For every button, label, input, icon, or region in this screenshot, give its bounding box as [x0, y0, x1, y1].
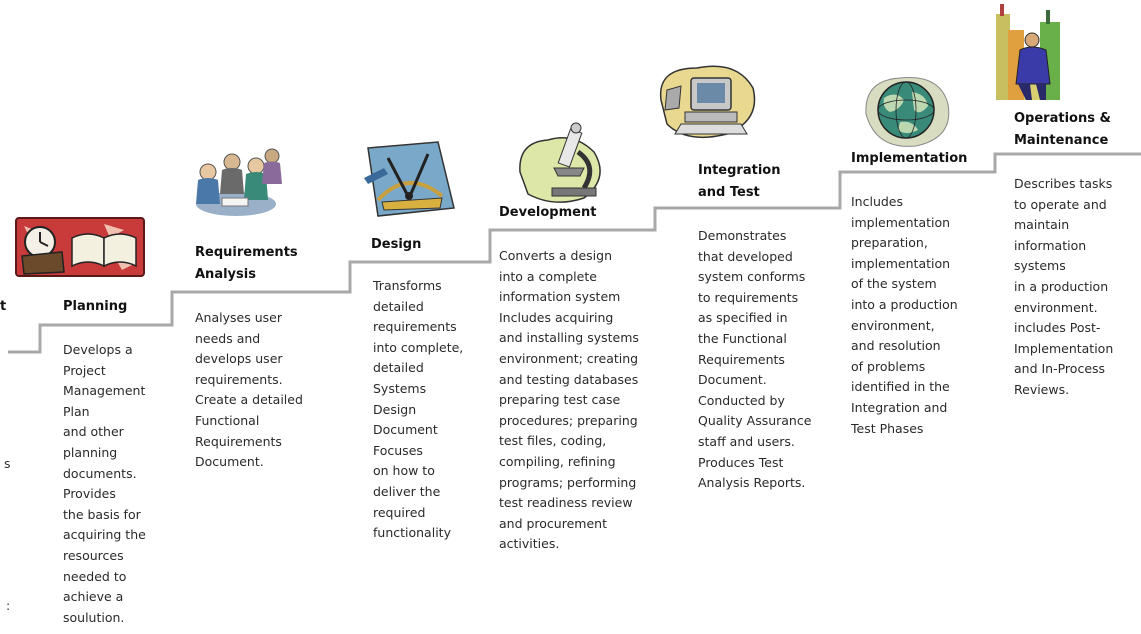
phase-title: Design — [371, 237, 422, 252]
computer-icon — [659, 65, 756, 139]
microscope-icon — [519, 122, 601, 203]
drafting-tools-icon — [364, 141, 455, 217]
cut-off-text: : — [6, 598, 11, 613]
cut-off-text: s — [4, 456, 11, 471]
worker-city-icon — [996, 4, 1060, 100]
phase-title: Implementation — [851, 151, 968, 166]
cut-off-title: t — [0, 299, 7, 314]
globe-icon — [865, 77, 950, 147]
phase-title: Operations &Maintenance — [1014, 111, 1111, 148]
people-meeting-icon — [196, 148, 282, 216]
phase-title: Planning — [63, 299, 128, 314]
phase-title: Development — [499, 205, 597, 220]
book-clock-icon — [15, 217, 145, 277]
